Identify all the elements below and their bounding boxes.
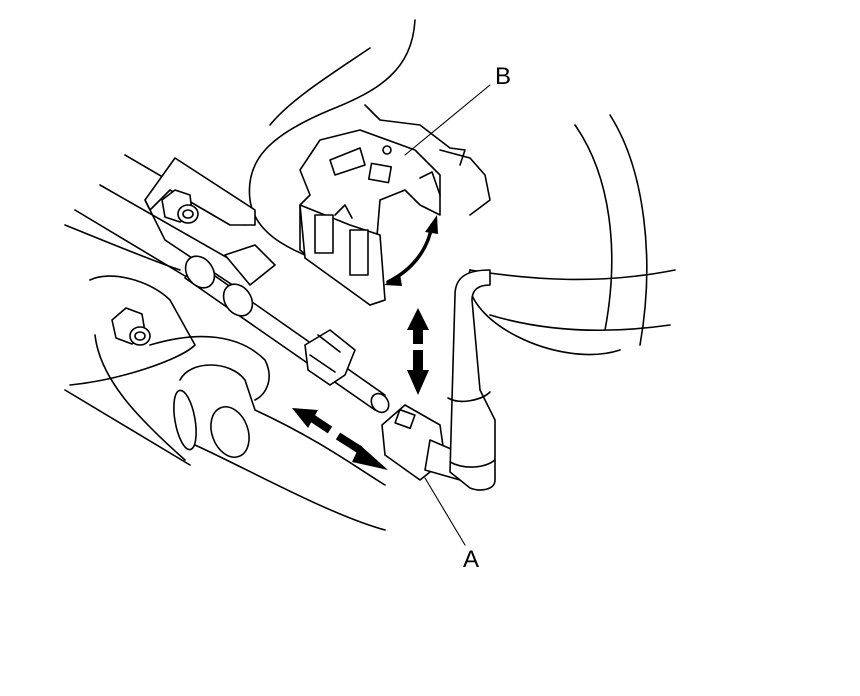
vertical-hose [447, 269, 496, 491]
bolt-lower [111, 307, 151, 346]
pipe-clip [304, 329, 356, 386]
callout-label-a: A [463, 546, 479, 573]
callout-label-b: B [495, 63, 511, 90]
diagonal-double-arrow [292, 408, 388, 470]
large-hose [173, 364, 386, 531]
retainer-clip-b [299, 104, 491, 306]
rotate-arrow [384, 215, 438, 286]
bolt-upper [161, 189, 199, 224]
vertical-double-arrow [407, 308, 429, 395]
leader-lines [404, 84, 491, 546]
